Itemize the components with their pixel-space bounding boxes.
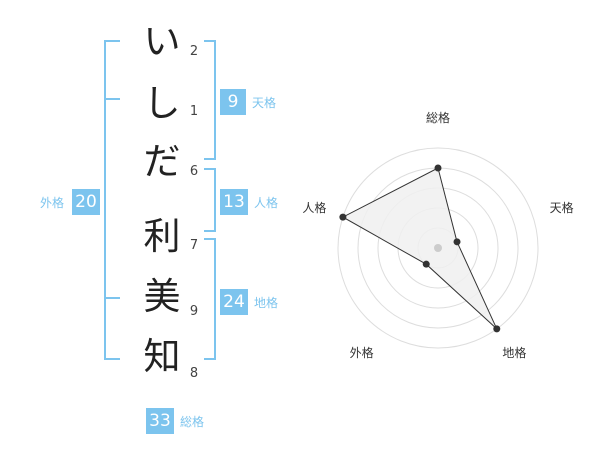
name-char-4: 利 (143, 215, 181, 258)
tenkaku-label: 天格 (252, 96, 277, 110)
chikaku-label: 地格 (254, 296, 279, 310)
stroke-count-4: 7 (189, 238, 199, 253)
name-char-6: 知 (143, 335, 181, 378)
name-char-2: し (143, 82, 181, 125)
radar-point-1 (434, 164, 442, 172)
name-char-3: だ (143, 140, 181, 183)
radar-point-5 (339, 213, 347, 221)
jinkaku-value: 13 (220, 189, 248, 215)
name-char-1: い (143, 20, 181, 63)
radar-axis-label-4: 外格 (350, 345, 374, 360)
radar-center (434, 244, 442, 252)
radar-area (341, 167, 498, 330)
radar-point-2 (453, 238, 461, 246)
radar-axis-label-2: 天格 (550, 200, 574, 215)
stroke-count-2: 1 (189, 104, 199, 119)
name-char-5: 美 (143, 275, 181, 318)
radar-axis-label-3: 地格 (502, 345, 526, 360)
stroke-count-5: 9 (189, 304, 199, 319)
radar-point-4 (422, 260, 430, 268)
chikaku-value: 24 (220, 289, 248, 315)
gaikaku-label: 外格 (40, 196, 65, 210)
stroke-count-1: 2 (189, 44, 199, 59)
stroke-count-6: 8 (189, 366, 199, 381)
radar-axis-label-1: 総格 (426, 110, 450, 125)
soukaku-value: 33 (146, 408, 174, 434)
radar-axis-label-5: 人格 (302, 200, 326, 215)
gaikaku-value: 20 (72, 189, 100, 215)
stroke-count-3: 6 (189, 164, 199, 179)
jinkaku-label: 人格 (254, 196, 279, 210)
tenkaku-value: 9 (220, 89, 246, 115)
soukaku-label: 総格 (180, 415, 205, 429)
radar-ring-5 (337, 147, 539, 349)
radar-point-3 (493, 325, 501, 333)
